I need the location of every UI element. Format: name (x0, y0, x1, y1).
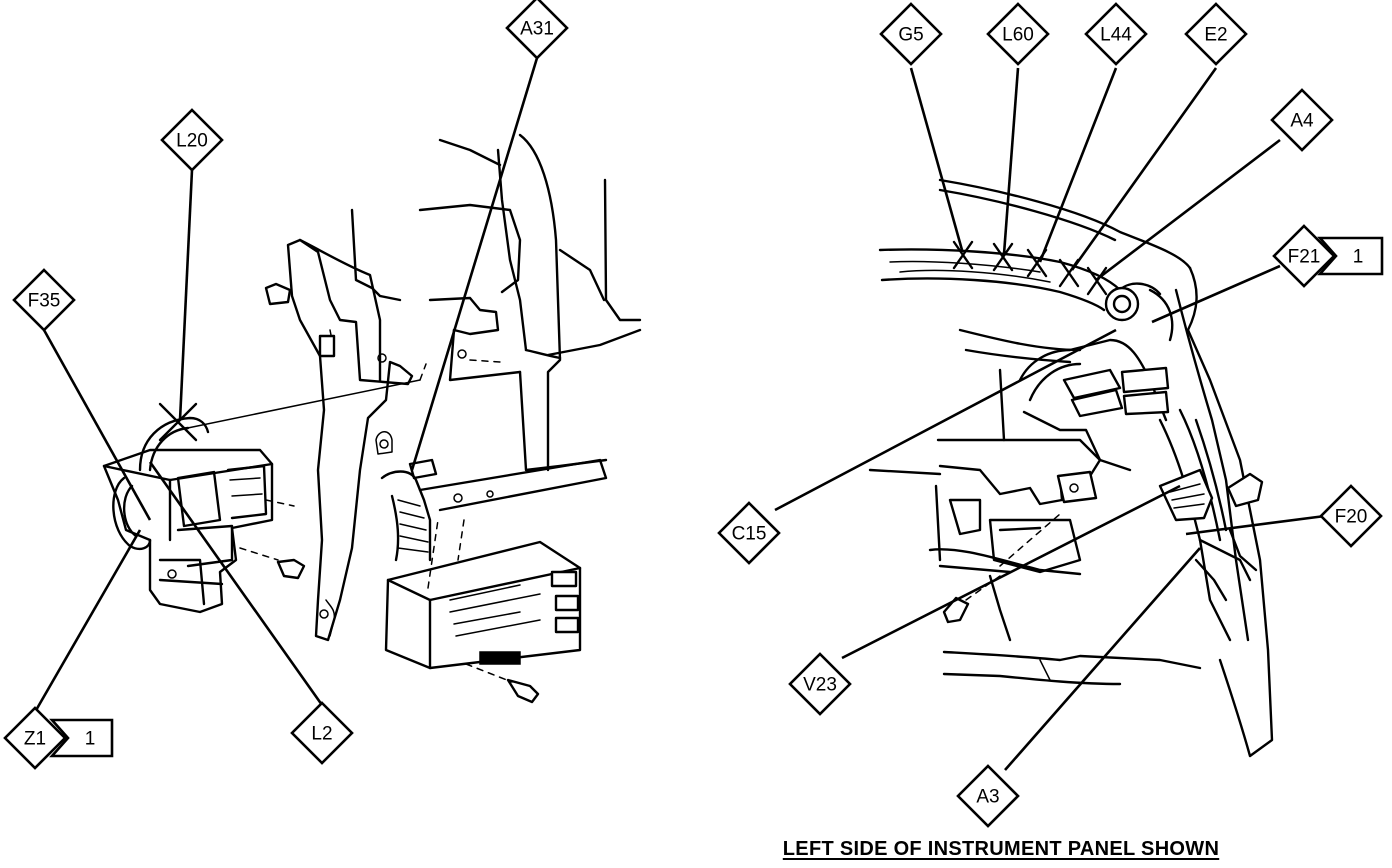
callout-z1-tag-label: 1 (85, 729, 96, 750)
leader-f21 (1151, 264, 1281, 324)
leader-g5 (909, 67, 964, 251)
callout-a4-label: A4 (1290, 111, 1314, 132)
callout-f20-label: F20 (1335, 507, 1368, 528)
leader-z1 (33, 529, 142, 713)
leader-f20 (1185, 514, 1326, 536)
instrument-panel-illustration (868, 178, 1274, 758)
leader-v23 (841, 484, 1181, 660)
callout-e2-label: E2 (1204, 25, 1227, 46)
callout-f21-tag (1317, 236, 1384, 276)
callout-l2: L2 (290, 701, 354, 765)
leader-l60 (1002, 67, 1020, 255)
leader-e2 (1070, 67, 1218, 271)
callout-l44-label: L44 (1100, 25, 1132, 46)
callout-l20: L20 (160, 108, 224, 172)
callout-v23: V23 (788, 652, 852, 716)
callout-g5-label: G5 (898, 25, 923, 46)
leader-l44 (1038, 67, 1118, 263)
left-assembly-illustration (102, 133, 642, 704)
callout-l60: L60 (986, 2, 1050, 66)
callout-l44: L44 (1084, 2, 1148, 66)
callout-a3: A3 (956, 764, 1020, 828)
callout-e2: E2 (1184, 2, 1248, 66)
callout-l2-label: L2 (311, 724, 332, 745)
callout-z1: Z1 1 (3, 706, 114, 770)
leader-a3 (1004, 547, 1201, 771)
callout-a4: A4 (1270, 88, 1334, 152)
callout-g5: G5 (879, 2, 943, 66)
callout-f21-label: F21 (1288, 247, 1321, 268)
callout-z1-label: Z1 (24, 729, 46, 750)
callout-f21: F21 1 (1272, 224, 1384, 288)
leader-f35 (42, 329, 152, 521)
callout-f35: F35 (12, 268, 76, 332)
leader-l2 (148, 461, 324, 706)
callout-a3-label: A3 (976, 787, 999, 808)
callout-c15-label: C15 (732, 524, 767, 545)
callout-v23-label: V23 (803, 675, 837, 696)
callout-z1-tag (49, 718, 114, 758)
callout-f21-tag-label: 1 (1353, 247, 1364, 268)
leader-a4 (1095, 138, 1281, 282)
leader-c15 (774, 328, 1117, 512)
callout-l20-label: L20 (176, 131, 208, 152)
callout-a31: A31 (505, 0, 569, 60)
callout-l60-label: L60 (1002, 25, 1034, 46)
leader-lines (33, 57, 1326, 771)
callout-f20: F20 (1319, 484, 1383, 548)
leader-a31 (410, 57, 539, 471)
callout-c15: C15 (717, 501, 781, 565)
callout-a31-label: A31 (520, 19, 554, 40)
diagram-caption: LEFT SIDE OF INSTRUMENT PANEL SHOWN (782, 838, 1220, 860)
callout-f35-label: F35 (28, 291, 61, 312)
leader-l20 (178, 169, 194, 421)
